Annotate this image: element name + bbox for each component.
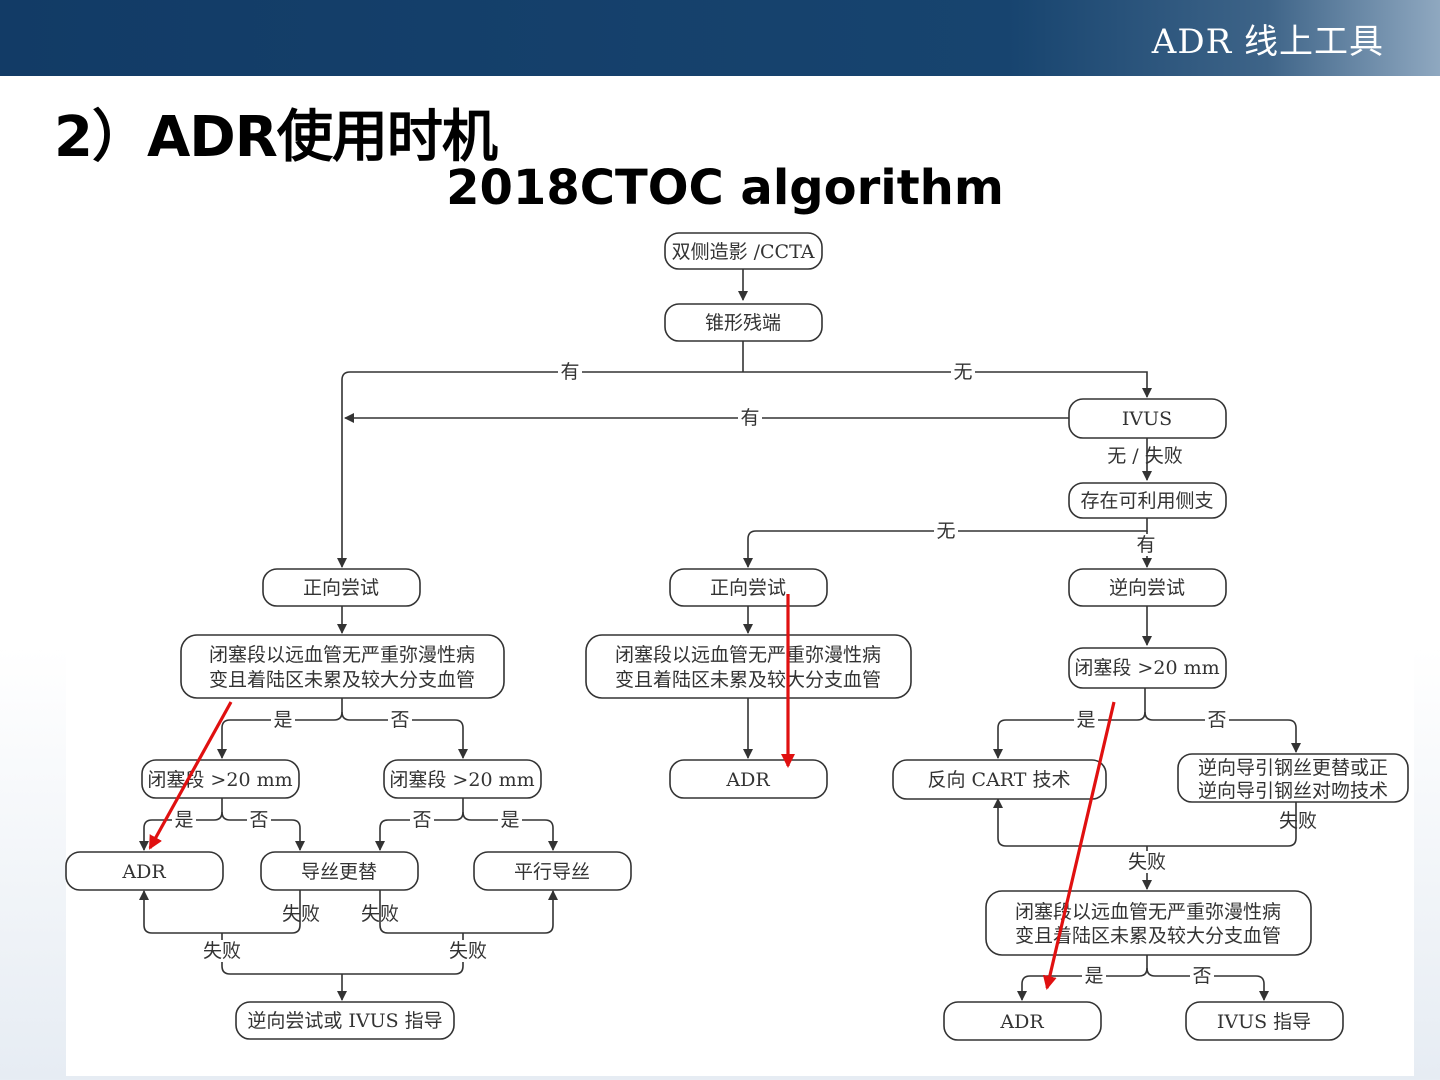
svg-text:IVUS 指导: IVUS 指导 <box>1217 1011 1311 1033</box>
node-start: 双侧造影 /CCTA <box>664 232 823 270</box>
svg-text:正向尝试: 正向尝试 <box>303 577 379 599</box>
svg-text:闭塞段 >20 mm: 闭塞段 >20 mm <box>1074 657 1219 679</box>
node-antegrade-mid: 正向尝试 <box>669 568 828 607</box>
node-wire-swap: 导丝更替 <box>260 851 419 891</box>
node-retro-ivus: 逆向尝试或 IVUS 指导 <box>235 1001 455 1040</box>
label-no-final: 否 <box>1192 965 1211 987</box>
svg-text:ADR: ADR <box>999 1011 1044 1033</box>
svg-text:正向尝试: 正向尝试 <box>710 577 786 599</box>
node-occlusion-left-a: 闭塞段 >20 mm <box>141 759 300 799</box>
label-yes-left: 是 <box>273 709 292 731</box>
node-wire-change: 逆向导引钢丝更替或正 逆向导引钢丝对吻技术 <box>1177 753 1409 803</box>
label-yes-lb: 是 <box>500 809 519 831</box>
svg-text:存在可利用侧支: 存在可利用侧支 <box>1080 490 1213 512</box>
svg-text:闭塞段 >20 mm: 闭塞段 >20 mm <box>389 769 534 791</box>
node-retrograde: 逆向尝试 <box>1068 568 1227 607</box>
label-no-left: 否 <box>390 709 409 731</box>
svg-text:双侧造影 /CCTA: 双侧造影 /CCTA <box>672 241 815 263</box>
svg-text:闭塞段以远血管无严重弥漫性病: 闭塞段以远血管无严重弥漫性病 <box>1015 901 1281 923</box>
label-none-2: 无 <box>936 520 955 542</box>
node-stump: 锥形残端 <box>664 303 823 342</box>
connectors <box>139 269 1301 1001</box>
node-vessel-mid: 闭塞段以远血管无严重弥漫性病 变且着陆区未累及较大分支血管 <box>585 634 912 699</box>
red-annotation-arrows <box>148 594 1116 990</box>
svg-text:变且着陆区未累及较大分支血管: 变且着陆区未累及较大分支血管 <box>209 669 475 691</box>
node-occlusion-left-b: 闭塞段 >20 mm <box>383 759 542 799</box>
svg-text:逆向尝试: 逆向尝试 <box>1109 577 1185 599</box>
svg-text:变且着陆区未累及较大分支血管: 变且着陆区未累及较大分支血管 <box>615 669 881 691</box>
node-ivus: IVUS <box>1068 398 1227 439</box>
svg-text:闭塞段以远血管无严重弥漫性病: 闭塞段以远血管无严重弥漫性病 <box>209 644 475 666</box>
svg-text:锥形残端: 锥形残端 <box>705 312 781 334</box>
node-occlusion-right: 闭塞段 >20 mm <box>1068 647 1227 689</box>
node-vessel-right: 闭塞段以远血管无严重弥漫性病 变且着陆区未累及较大分支血管 <box>985 890 1312 956</box>
node-side-branch: 存在可利用侧支 <box>1068 482 1227 519</box>
node-parallel-wire: 平行导丝 <box>473 851 632 891</box>
label-yes-la: 是 <box>174 809 193 831</box>
svg-text:逆向尝试或 IVUS 指导: 逆向尝试或 IVUS 指导 <box>247 1010 442 1032</box>
label-has-1: 有 <box>560 361 579 383</box>
label-yes-right: 是 <box>1076 709 1095 731</box>
svg-text:ADR: ADR <box>121 861 166 883</box>
label-no-right: 否 <box>1207 709 1226 731</box>
slide-subtitle: 2018CTOC algorithm <box>446 160 1004 216</box>
node-reverse-cart: 反向 CART 技术 <box>892 759 1107 800</box>
label-none-1: 无 <box>953 361 972 383</box>
label-yes-final: 是 <box>1084 965 1103 987</box>
node-antegrade-left: 正向尝试 <box>262 568 421 607</box>
label-fail-cart: 失败 <box>1128 851 1166 873</box>
node-adr-right: ADR <box>943 1001 1102 1041</box>
label-has-2: 有 <box>740 407 759 429</box>
node-adr-left: ADR <box>65 851 224 891</box>
svg-text:变且着陆区未累及较大分支血管: 变且着陆区未累及较大分支血管 <box>1015 925 1281 947</box>
svg-text:闭塞段以远血管无严重弥漫性病: 闭塞段以远血管无严重弥漫性病 <box>615 644 881 666</box>
node-ivus-guide: IVUS 指导 <box>1185 1001 1344 1041</box>
label-none-fail: 无 / 失败 <box>1107 445 1182 467</box>
svg-text:逆向导引钢丝更替或正: 逆向导引钢丝更替或正 <box>1198 757 1388 779</box>
red-arrow-right <box>1042 701 1116 990</box>
slide-title: 2）ADR使用时机 <box>54 105 498 170</box>
label-fail-c: 失败 <box>203 940 241 962</box>
svg-text:逆向导引钢丝对吻技术: 逆向导引钢丝对吻技术 <box>1198 780 1388 802</box>
svg-text:导丝更替: 导丝更替 <box>301 861 377 883</box>
svg-text:ADR: ADR <box>725 769 770 791</box>
svg-text:反向 CART 技术: 反向 CART 技术 <box>928 769 1071 791</box>
label-no-lb: 否 <box>412 809 431 831</box>
node-adr-mid: ADR <box>669 759 828 799</box>
label-fail-wire: 失败 <box>1279 810 1317 832</box>
svg-text:平行导丝: 平行导丝 <box>514 861 590 883</box>
brand-label: ADR 线上工具 <box>1151 22 1384 62</box>
header-bar: ADR 线上工具 <box>0 0 1440 76</box>
svg-text:闭塞段 >20 mm: 闭塞段 >20 mm <box>147 769 292 791</box>
label-fail-d: 失败 <box>449 940 487 962</box>
label-has-3: 有 <box>1136 534 1155 556</box>
label-fail-b: 失败 <box>361 903 399 925</box>
red-arrow-left <box>148 701 233 850</box>
svg-text:IVUS: IVUS <box>1122 408 1172 430</box>
label-no-la: 否 <box>249 809 268 831</box>
label-fail-a: 失败 <box>282 903 320 925</box>
node-vessel-left: 闭塞段以远血管无严重弥漫性病 变且着陆区未累及较大分支血管 <box>180 634 505 699</box>
edge-labels: 有 无 有 无 / 失败 无 有 是 否 是 否 否 是 失败 失败 失败 失败… <box>172 361 1317 987</box>
